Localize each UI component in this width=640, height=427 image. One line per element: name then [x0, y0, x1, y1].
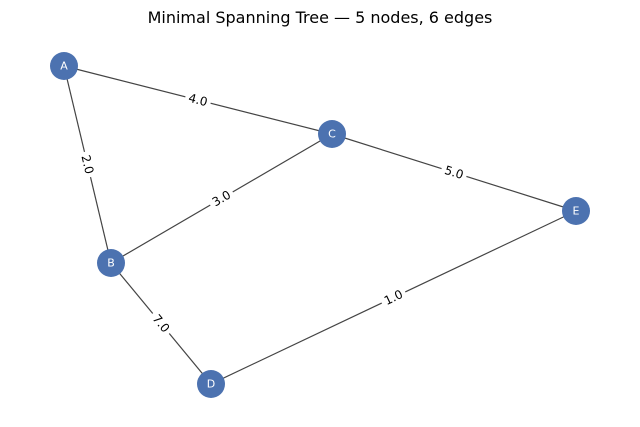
edge-label-background [183, 90, 213, 110]
node-label: D [207, 378, 215, 391]
edge-label-B-C: 3.0 [206, 185, 237, 212]
node-label: C [328, 128, 336, 141]
edge-labels-layer: 4.0 2.0 3.0 5.0 7.0 1.0 [77, 90, 469, 338]
node-E: E [562, 197, 590, 225]
edge-label-B-D: 7.0 [147, 309, 175, 338]
edge-label-background [77, 150, 98, 179]
edges-layer [63, 65, 577, 385]
edge-label-D-E: 1.0 [378, 285, 409, 310]
edge-label-background [206, 185, 237, 212]
edge-weight-text: 4.0 [187, 91, 209, 109]
node-label: E [573, 205, 580, 218]
node-circle [97, 249, 125, 277]
node-circle [50, 52, 78, 80]
edge-label-A-B: 2.0 [77, 150, 98, 179]
edge-label-C-E: 5.0 [439, 161, 469, 184]
node-circle [318, 120, 346, 148]
node-B: B [97, 249, 125, 277]
edge-weight-text: 2.0 [78, 154, 96, 176]
diagram-title: Minimal Spanning Tree — 5 nodes, 6 edges [147, 8, 493, 27]
node-label: B [107, 257, 115, 270]
edge-weight-text: 5.0 [443, 163, 465, 182]
edge-label-A-C: 4.0 [183, 90, 213, 110]
edge-label-background [439, 161, 469, 184]
node-C: C [318, 120, 346, 148]
node-label: A [60, 60, 68, 73]
edge-label-background [378, 285, 409, 310]
edge-label-background [147, 309, 175, 338]
nodes-layer: A B C D E [50, 52, 590, 398]
node-circle [562, 197, 590, 225]
node-circle [197, 370, 225, 398]
node-D: D [197, 370, 225, 398]
node-A: A [50, 52, 78, 80]
